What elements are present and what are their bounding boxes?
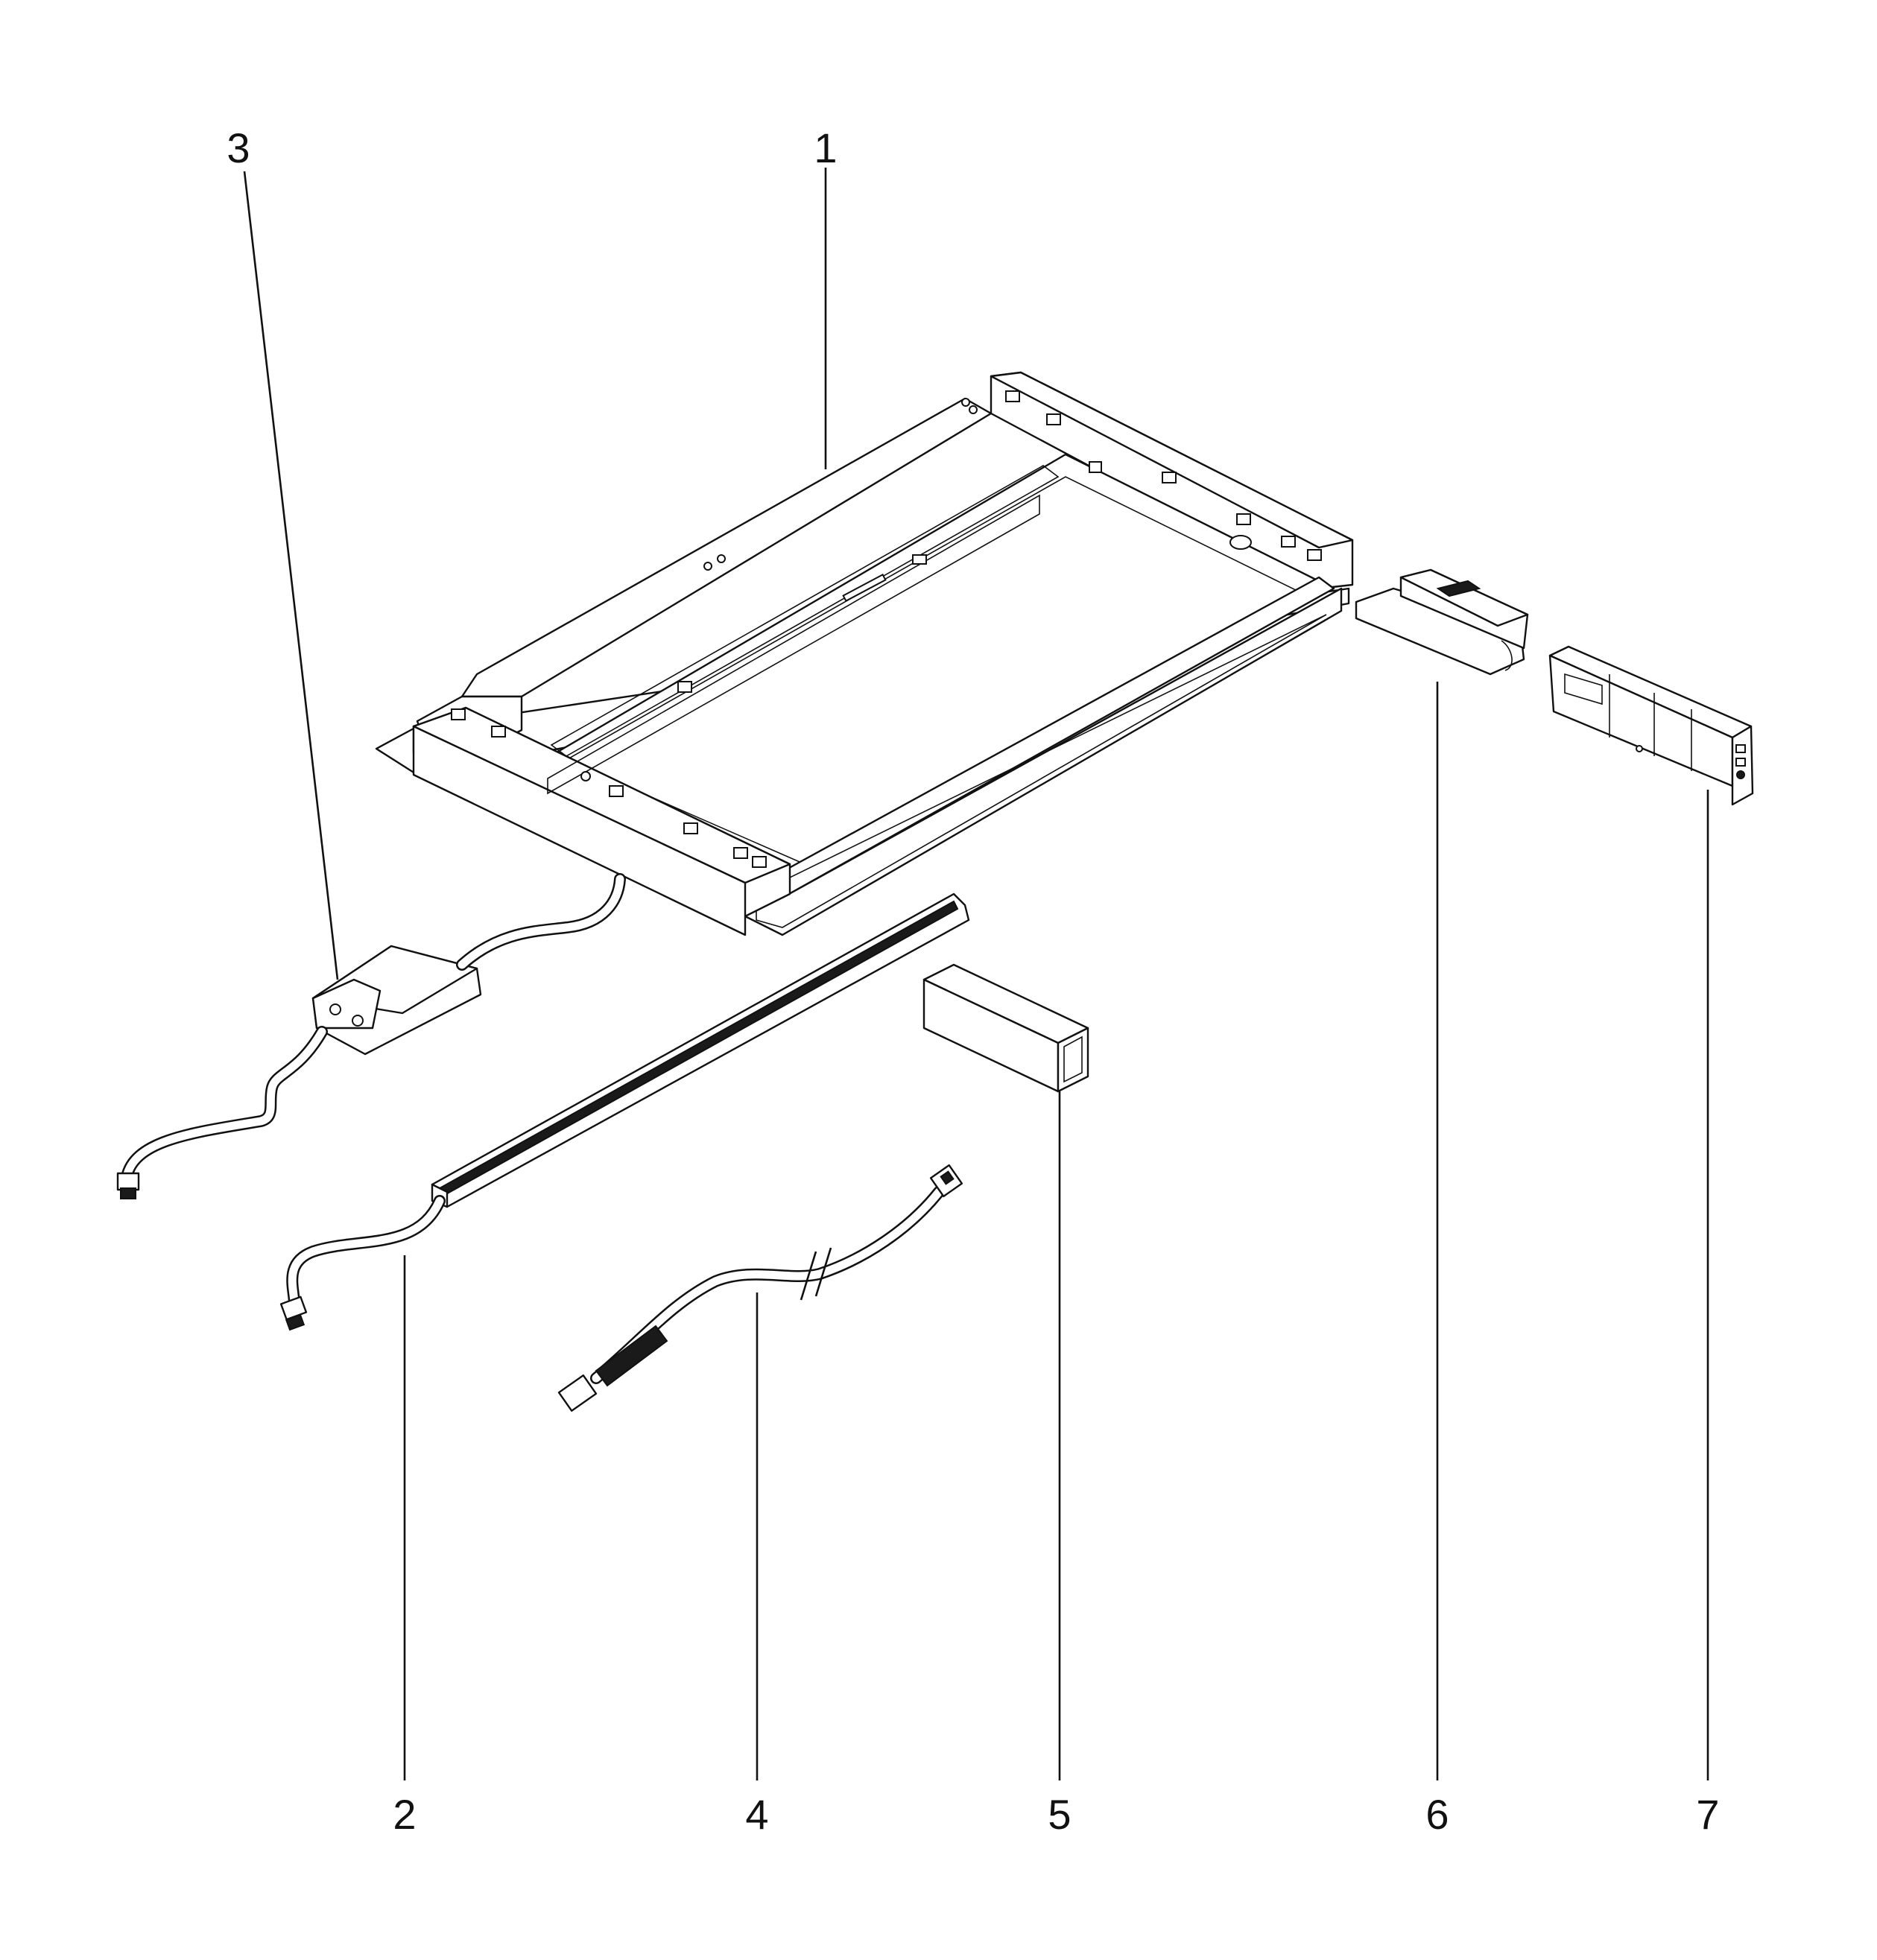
callout-5: 5 (1048, 1791, 1071, 1838)
part-4-cable (557, 1164, 963, 1412)
part-2-led-strip (279, 892, 970, 1331)
callout-7: 7 (1696, 1791, 1719, 1838)
callout-labels: 1 3 2 4 5 6 7 (227, 124, 1719, 1838)
callout-3: 3 (227, 124, 250, 171)
callout-1: 1 (814, 124, 837, 171)
part-3-driver (116, 873, 626, 1199)
leader-3 (243, 171, 339, 980)
callout-4: 4 (745, 1791, 768, 1838)
part-7-control-module (1548, 645, 1754, 806)
leader-lines (243, 168, 1709, 1780)
part-6-bracket (1355, 568, 1529, 676)
part-5-end-block (922, 963, 1089, 1093)
part-1-frame (375, 371, 1354, 936)
callout-6: 6 (1425, 1791, 1449, 1838)
callout-2: 2 (393, 1791, 416, 1838)
